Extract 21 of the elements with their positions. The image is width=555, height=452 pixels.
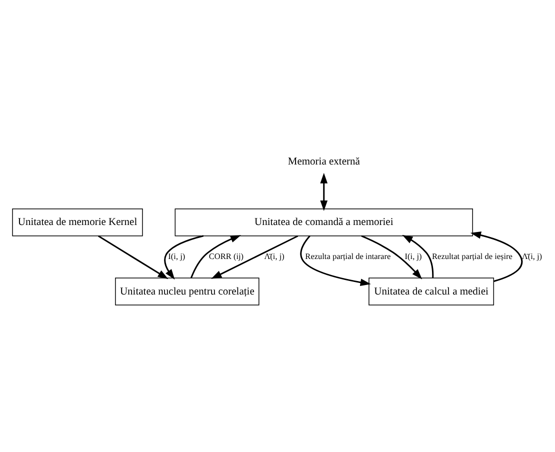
arrow	[164, 234, 204, 280]
arrow	[300, 234, 371, 286]
arrow	[211, 234, 298, 278]
edge-label: I(i, j)	[168, 252, 186, 261]
node-box: Unitatea de memorie Kernel	[12, 208, 143, 236]
arrow	[98, 234, 168, 279]
node-box: Unitatea de calcul a mediei	[368, 277, 494, 305]
arrow	[402, 234, 434, 278]
arrow	[190, 234, 241, 278]
edge-label: Rezulta parțial de intarare	[305, 252, 391, 261]
node-text: Memoria externă	[288, 156, 360, 167]
arrow	[361, 234, 422, 279]
arrow	[320, 172, 328, 211]
edge-label: Rezultat parțial de ieșire	[432, 252, 512, 261]
arrow	[470, 231, 523, 282]
edge-label: CORR (ij)	[208, 252, 244, 261]
edge-label: Λ̄(i, j)	[264, 252, 284, 261]
edge-label: I(i, j)	[404, 252, 422, 261]
node-box: Unitatea de comandă a memoriei	[174, 208, 473, 236]
edge-label: Λ̄(i, j)	[522, 252, 542, 261]
node-box: Unitatea nucleu pentru corelație	[115, 277, 260, 305]
